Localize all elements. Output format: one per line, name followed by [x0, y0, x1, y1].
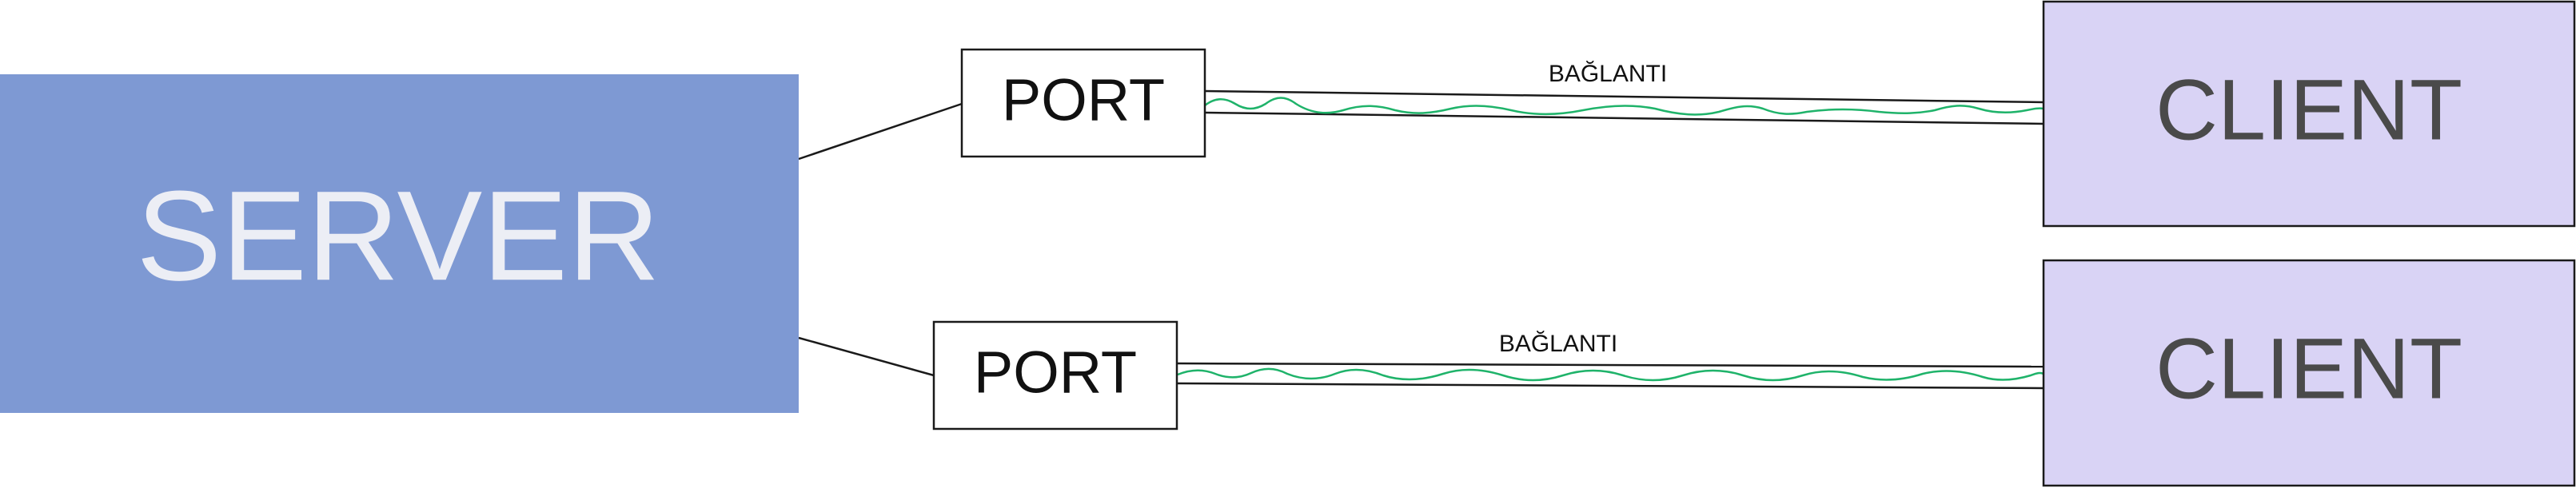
connection-2: BAĞLANTI	[1177, 331, 2044, 390]
port-box-1	[960, 48, 1206, 158]
connection-1-top-line	[1204, 89, 2044, 104]
connection-1-bottom-line	[1204, 111, 2044, 125]
client-label-1: CLIENT	[2155, 61, 2462, 158]
client-node-1: CLIENT	[2042, 0, 2576, 228]
server-box	[0, 74, 799, 413]
port-node-1: PORT	[960, 48, 1206, 158]
connection-2-top-line	[1177, 362, 2044, 368]
port-box-2	[932, 320, 1178, 430]
client-box-1	[2042, 0, 2576, 228]
server-node: SERVER	[0, 74, 799, 413]
client-node-2: CLIENT	[2042, 259, 2576, 487]
port-node-2: PORT	[932, 320, 1178, 430]
client-box-2	[2042, 259, 2576, 487]
connection-1: BAĞLANTI	[1204, 61, 2044, 125]
connection-1-signal-wave	[1204, 97, 2044, 116]
port-label-2: PORT	[974, 339, 1137, 406]
server-label: SERVER	[136, 164, 660, 307]
connection-1-label: BAĞLANTI	[1549, 61, 1667, 87]
server-port-link-1	[798, 102, 963, 161]
connection-2-signal-wave	[1177, 367, 2044, 382]
connection-2-label: BAĞLANTI	[1499, 331, 1617, 357]
client-label-2: CLIENT	[2155, 320, 2462, 417]
port-label-1: PORT	[1002, 67, 1165, 133]
server-port-link-2	[798, 336, 935, 377]
connection-2-bottom-line	[1177, 382, 2044, 390]
